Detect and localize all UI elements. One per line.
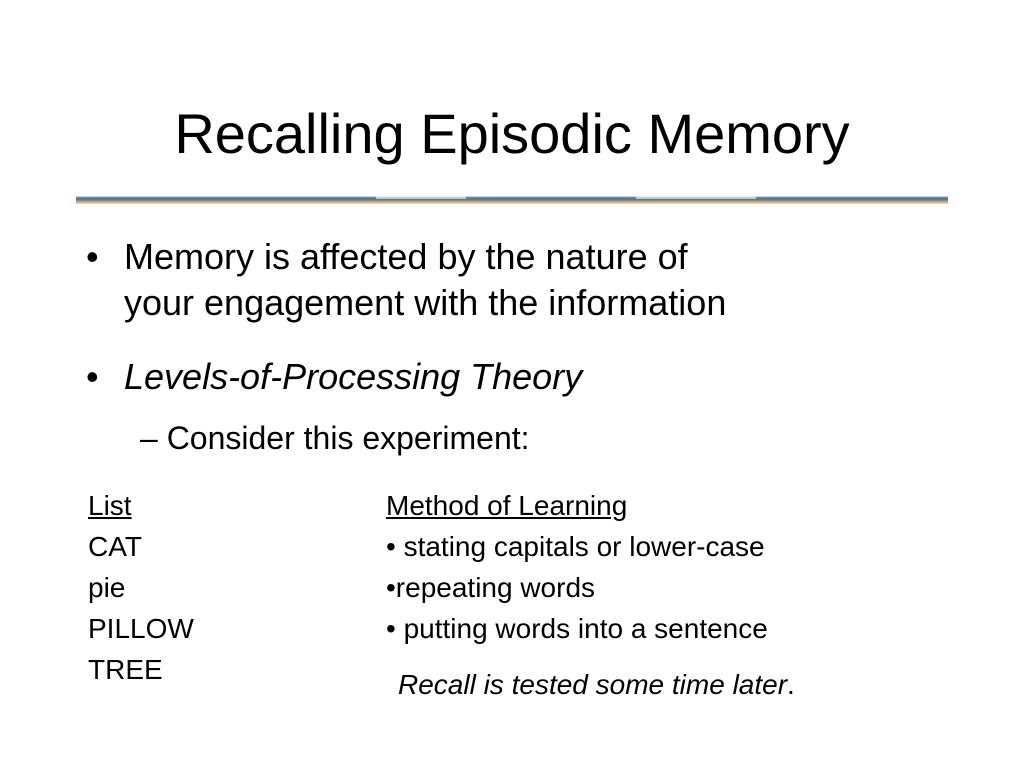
list-item: TREE xyxy=(88,654,163,685)
list-item: pie xyxy=(88,572,126,603)
slide-title: Recalling Episodic Memory xyxy=(174,102,850,165)
method-item: • putting words into a sentence xyxy=(386,613,768,644)
bullet-text-line-2: your engagement with the information xyxy=(124,282,727,323)
bullet-text: Levels-of-Processing Theory xyxy=(124,356,583,397)
method-item: • stating capitals or lower-case xyxy=(386,531,765,562)
recall-note-period: . xyxy=(787,669,795,700)
recall-note: Recall is tested some time later. xyxy=(398,665,795,705)
method-heading: Method of Learning xyxy=(386,490,628,521)
recall-note-text: Recall is tested some time later xyxy=(398,669,788,700)
bullet-marker: • xyxy=(86,356,99,397)
bullet-memory-engagement: • Memory is affected by the nature of yo… xyxy=(86,235,946,327)
list-heading: List xyxy=(88,490,132,521)
divider-highlight xyxy=(376,196,466,199)
divider-highlight xyxy=(636,196,756,199)
bullet-levels-of-processing: • Levels-of-Processing Theory xyxy=(86,355,946,401)
title-divider xyxy=(76,196,948,204)
bullet-marker: • xyxy=(86,236,99,277)
list-item: CAT xyxy=(88,531,142,562)
method-item: •repeating words xyxy=(386,572,596,603)
method-of-learning-column: Method of Learning • stating capitals or… xyxy=(386,485,768,649)
sub-bullet-consider-experiment: – Consider this experiment: xyxy=(140,420,530,456)
bullet-text-line-1: Memory is affected by the nature of xyxy=(124,236,688,277)
word-list-column: List CAT pie PILLOW TREE xyxy=(88,485,194,690)
list-item: PILLOW xyxy=(88,613,194,644)
